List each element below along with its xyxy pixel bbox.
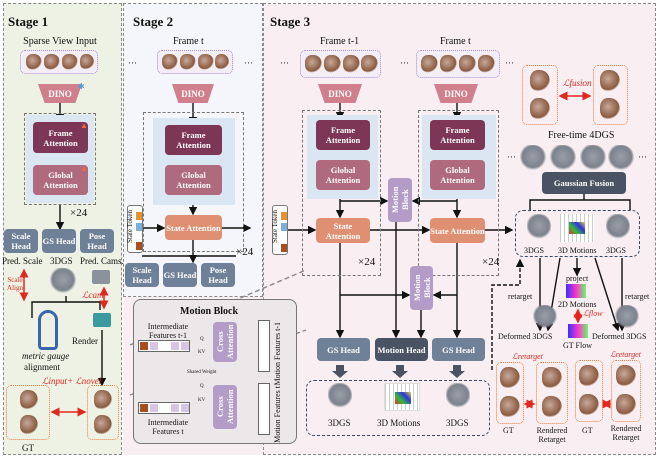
pose-head: Pose Head bbox=[201, 263, 235, 287]
motion-block: Motion Block bbox=[410, 266, 433, 310]
fire-icon: ▲ bbox=[80, 121, 88, 130]
loss-input-novel: ℒinput+ ℒnovel bbox=[42, 376, 102, 386]
gaussian-fusion: Gaussian Fusion bbox=[542, 172, 626, 194]
scale-align-label: Scale Align bbox=[7, 276, 23, 292]
camera-icon bbox=[92, 270, 110, 284]
motion-head: Motion Head bbox=[375, 338, 428, 361]
gt-images bbox=[6, 385, 50, 440]
pred-cams-label: Pred. Cams. bbox=[80, 256, 124, 266]
frame-attention: Frame Attention bbox=[165, 125, 222, 155]
3d-motions-image bbox=[384, 383, 420, 411]
snowflake-icon: ✱ bbox=[78, 82, 85, 91]
loss-cam: ℒcam bbox=[82, 290, 104, 300]
repeat-label: ×24 bbox=[236, 246, 254, 258]
scale-head: Scale Head bbox=[125, 263, 159, 287]
3dgs-label: 3DGS bbox=[50, 256, 73, 266]
motion-block-title: Motion Block bbox=[180, 306, 239, 317]
alignment-label: alignment bbox=[24, 362, 60, 372]
state-token: State Token bbox=[126, 205, 143, 253]
gt-label: GT bbox=[22, 443, 34, 453]
gs-head: GS Head bbox=[42, 229, 76, 253]
global-attention: Global Attention bbox=[33, 165, 88, 195]
fire-icon: ▲ bbox=[80, 164, 88, 173]
3dgs-image bbox=[50, 268, 76, 294]
repeat-label: ×24 bbox=[70, 207, 88, 219]
dino-encoder: DINO bbox=[172, 84, 214, 103]
global-attention: Global Attention bbox=[165, 165, 222, 195]
state-token: State Token bbox=[271, 205, 288, 255]
motion-block: Motion Block bbox=[388, 178, 412, 222]
stage2-title: Stage 2 bbox=[133, 14, 174, 29]
person-icon bbox=[38, 310, 58, 350]
stage3-outputs bbox=[306, 380, 490, 436]
gs-head: GS Head bbox=[163, 263, 197, 287]
render-label: Render bbox=[72, 336, 98, 346]
camera-icon bbox=[93, 313, 111, 327]
sparse-view-input-label: Sparse View Input bbox=[23, 36, 97, 47]
gs-head: GS Head bbox=[432, 338, 485, 361]
stage3-title: Stage 3 bbox=[270, 14, 311, 29]
gs-head: GS Head bbox=[317, 338, 370, 361]
stage1-title: Stage 1 bbox=[8, 14, 49, 29]
scale-head: Scale Head bbox=[4, 229, 38, 253]
frame-t-label: Frame t bbox=[173, 36, 204, 47]
state-attention: State Attention bbox=[165, 215, 222, 240]
rendered-images bbox=[87, 385, 119, 440]
pose-head: Pose Head bbox=[80, 229, 114, 253]
pred-scale-label: Pred. Scale bbox=[2, 256, 43, 266]
dino-encoder: DINO bbox=[38, 84, 82, 103]
loss-fusion: ℒfusion bbox=[563, 78, 592, 88]
loss-flow: ℒflow bbox=[583, 309, 603, 318]
metric-gauge-label: metric gauge bbox=[22, 351, 70, 361]
frame-attention: Frame Attention bbox=[33, 122, 88, 153]
